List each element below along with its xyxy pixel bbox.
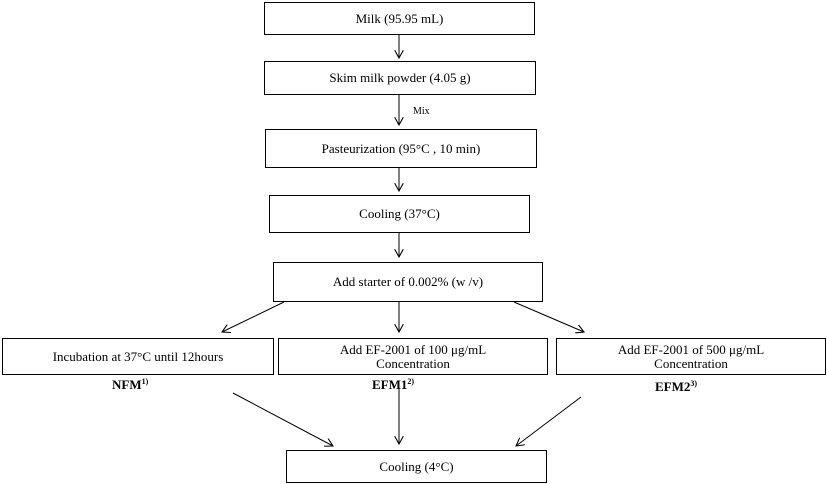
group-efm2-note: 3) — [690, 379, 698, 388]
step-cooling-4: Cooling (4°C) — [286, 450, 547, 483]
arrow-nfm-to-cooling — [232, 392, 333, 446]
arrow-starter-to-incubation — [222, 301, 285, 332]
step-add-ef-100: Add EF-2001 of 100 μg/mL Concentration — [278, 338, 548, 375]
mix-label: Mix — [413, 106, 430, 117]
step-add-ef-500-label: Add EF-2001 of 500 μg/mL Concentration — [617, 341, 765, 371]
group-label-efm1: EFM12) — [372, 377, 414, 393]
step-cooling-37: Cooling (37°C) — [269, 195, 530, 233]
group-efm1-note: 2) — [407, 377, 415, 386]
step-milk: Milk (95.95 mL) — [264, 2, 535, 35]
arrow-starter-to-ef500 — [513, 301, 584, 332]
step-add-starter-label: Add starter of 0.002% (w /v) — [332, 274, 484, 289]
step-cooling-4-label: Cooling (4°C) — [379, 458, 454, 474]
step-incubation-label: Incubation at 37°C until 12hours — [52, 348, 224, 364]
step-skim-milk-label: Skim milk powder (4.05 g) — [329, 70, 471, 85]
group-efm1-name: EFM1 — [372, 377, 408, 392]
group-label-efm2: EFM23) — [655, 379, 697, 395]
step-incubation: Incubation at 37°C until 12hours — [2, 338, 274, 375]
step-skim-milk-powder: Skim milk powder (4.05 g) — [264, 61, 536, 95]
step-cooling-37-label: Cooling (37°C) — [359, 206, 440, 221]
group-label-nfm: NFM1) — [112, 377, 148, 393]
step-pasteurization-label: Pasteurization (95°C , 10 min) — [321, 140, 481, 156]
step-add-ef-100-label: Add EF-2001 of 100 μg/mL Concentration — [339, 341, 487, 371]
step-milk-label: Milk (95.95 mL) — [355, 10, 444, 26]
group-nfm-note: 1) — [141, 377, 149, 386]
arrow-efm2-to-cooling — [516, 396, 582, 446]
group-nfm-name: NFM — [112, 377, 142, 392]
group-efm2-name: EFM2 — [655, 379, 691, 394]
step-add-ef-500: Add EF-2001 of 500 μg/mL Concentration — [556, 338, 826, 375]
step-add-starter: Add starter of 0.002% (w /v) — [273, 262, 543, 302]
step-pasteurization: Pasteurization (95°C , 10 min) — [265, 129, 537, 168]
